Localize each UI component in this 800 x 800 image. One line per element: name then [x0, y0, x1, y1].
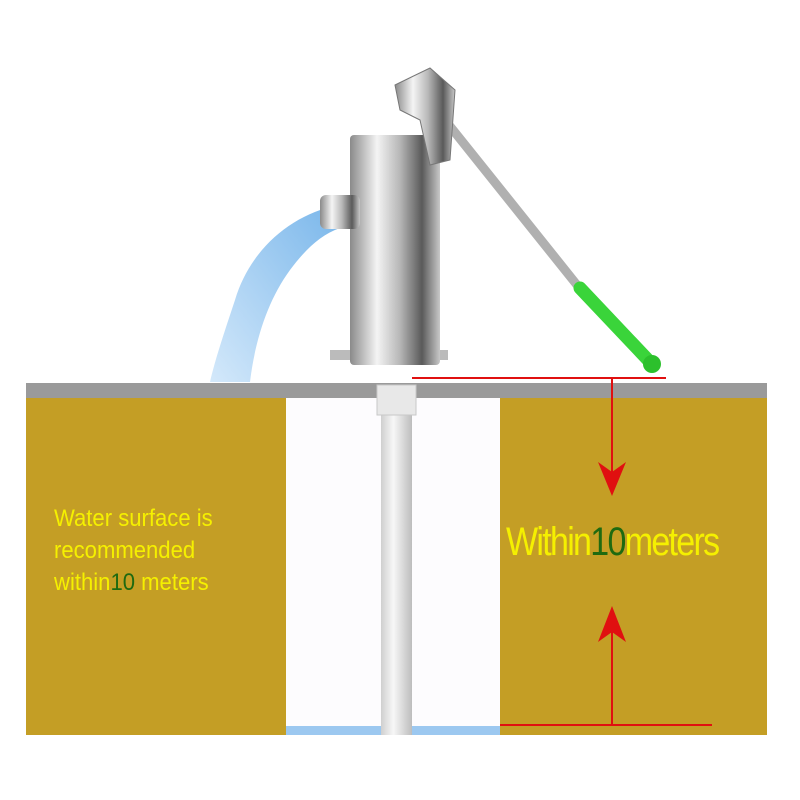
right-note-number: 10 [590, 520, 626, 564]
depth-indicator [412, 377, 712, 726]
soil-right [500, 398, 767, 735]
handle-grip [573, 281, 657, 369]
arrow-up-icon [598, 606, 626, 642]
right-note-suffix: meters [624, 520, 720, 564]
pipe-coupling [376, 384, 417, 416]
pump-cylinder [350, 135, 440, 365]
left-note-number: 10 [110, 569, 136, 596]
left-note-line3: within10 meters [54, 567, 213, 599]
left-note-line1: Water surface is [54, 505, 213, 532]
pump-handle [440, 115, 590, 300]
left-note-suffix: meters [135, 569, 209, 596]
water-stream [210, 205, 340, 382]
grip-knob [643, 355, 661, 373]
arrow-down-icon [598, 462, 626, 496]
soil-left [26, 398, 286, 735]
left-note-line2: recommended [54, 537, 196, 564]
left-note: Water surface is recommended within10 me… [54, 503, 213, 599]
pump-spout [320, 195, 360, 229]
right-note: Within10meters [506, 520, 720, 565]
handle-linkage [394, 67, 456, 166]
suction-pipe [381, 388, 412, 735]
right-note-prefix: Within [506, 520, 592, 564]
left-note-prefix: within [54, 569, 111, 596]
